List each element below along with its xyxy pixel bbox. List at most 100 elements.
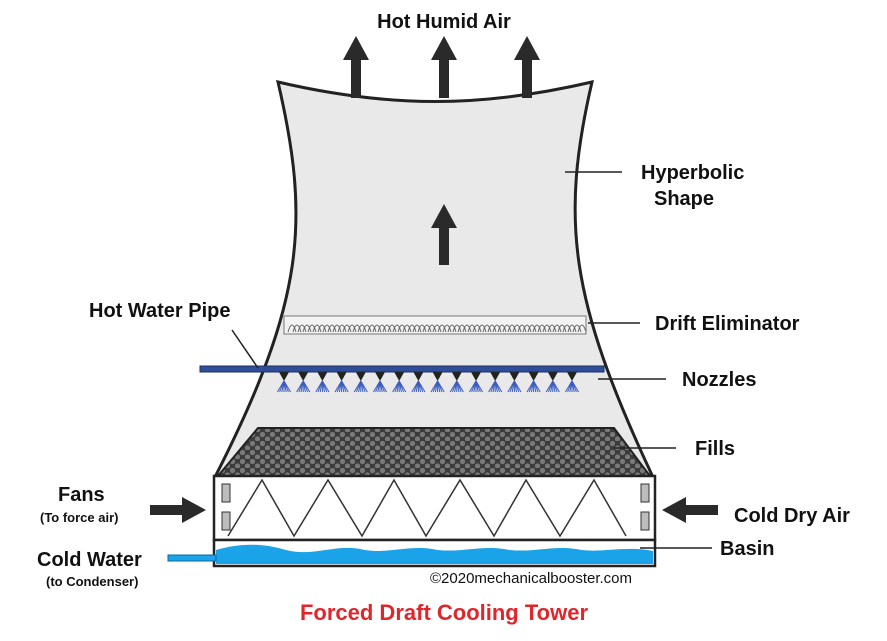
nozzle — [507, 372, 522, 393]
rising-air-arrow — [431, 204, 457, 265]
label-hyperbolic: Hyperbolic — [641, 162, 744, 184]
label-basin: Basin — [720, 538, 774, 560]
drift-eliminator-blade — [422, 324, 432, 333]
drift-eliminator-blade — [487, 324, 497, 333]
drift-eliminator-blade — [407, 324, 417, 333]
hot-air-arrows — [343, 36, 540, 98]
drift-eliminator-blade — [467, 324, 477, 333]
label-hot-humid-air: Hot Humid Air — [377, 11, 511, 33]
nozzle — [315, 372, 330, 393]
drift-eliminator-blade — [402, 324, 412, 333]
drift-eliminator-blade — [482, 324, 492, 333]
drift-eliminator-blade — [472, 324, 482, 333]
drift-eliminator-blade — [377, 324, 387, 333]
tower-shell — [213, 79, 655, 477]
drift-eliminator-blade — [557, 324, 567, 333]
basin-water — [216, 544, 653, 564]
label-drift-eliminator: Drift Eliminator — [655, 313, 800, 335]
drift-eliminator-blade — [347, 324, 357, 333]
drift-eliminator-blade — [297, 324, 307, 333]
label-cold-water: Cold Water — [37, 549, 142, 571]
drift-eliminator-blade — [527, 324, 537, 333]
drift-eliminator-blade — [522, 324, 532, 333]
nozzle — [411, 372, 426, 393]
nozzle — [449, 372, 464, 393]
drift-eliminator-blade — [447, 324, 457, 333]
drift-eliminator-blade — [322, 324, 332, 333]
drift-eliminator-blade — [397, 324, 407, 333]
drift-eliminator-blade — [307, 324, 317, 333]
drift-eliminator-blade — [577, 324, 587, 333]
drift-eliminator-blade — [512, 324, 522, 333]
label-shape: Shape — [654, 188, 714, 210]
nozzle — [564, 372, 580, 393]
diagram-title: Forced Draft Cooling Tower — [300, 600, 588, 625]
drift-eliminator-blade — [547, 324, 557, 333]
drift-eliminator-blade — [562, 324, 572, 333]
copyright-text: ©2020mechanicalbooster.com — [430, 570, 632, 587]
drift-eliminator-blade — [352, 324, 362, 333]
label-fans-sub: (To force air) — [40, 510, 119, 525]
drift-eliminator-blade — [452, 324, 462, 333]
label-cold-dry-air: Cold Dry Air — [734, 505, 850, 527]
nozzle — [276, 372, 292, 393]
nozzle — [526, 372, 541, 393]
drift-eliminator-blade — [412, 324, 422, 333]
drift-eliminator-blade — [497, 324, 507, 333]
label-hot-water-pipe: Hot Water Pipe — [89, 300, 231, 322]
drift-eliminator-blade — [417, 324, 427, 333]
fan-right — [640, 483, 650, 531]
nozzle — [372, 372, 388, 393]
nozzle — [545, 372, 560, 393]
drift-eliminator-blade — [537, 324, 547, 333]
drift-eliminator-blade — [392, 324, 402, 333]
drift-eliminator — [283, 315, 587, 335]
drift-eliminator-blade — [532, 324, 542, 333]
drift-eliminator-blade — [367, 324, 377, 333]
cold-dry-air-arrow — [662, 497, 718, 523]
drift-eliminator-blade — [457, 324, 467, 333]
label-fills: Fills — [695, 438, 735, 460]
drift-eliminator-blade — [477, 324, 487, 333]
drift-eliminator-blade — [382, 324, 392, 333]
drift-eliminator-blade — [387, 324, 397, 333]
drift-eliminator-blade — [552, 324, 562, 333]
drift-eliminator-blade — [542, 324, 552, 333]
drift-eliminator-blade — [302, 324, 312, 333]
drift-eliminator-blade — [372, 324, 382, 333]
nozzle — [392, 372, 407, 393]
label-fans: Fans — [58, 484, 105, 506]
fans-arrow — [150, 497, 206, 523]
drift-eliminator-blade — [517, 324, 527, 333]
fill-media — [215, 427, 652, 477]
drift-eliminator-blade — [572, 324, 582, 333]
nozzle — [353, 372, 368, 393]
drift-eliminator-blade — [432, 324, 442, 333]
drift-eliminator-blade — [287, 324, 297, 333]
leader-lines — [231, 171, 712, 549]
drift-eliminator-blade — [567, 324, 577, 333]
nozzle — [296, 372, 311, 393]
drift-eliminator-blade — [292, 324, 302, 333]
fan-left — [221, 483, 231, 531]
fan-housing — [212, 474, 657, 542]
drift-eliminator-blade — [317, 324, 327, 333]
drift-eliminator-blade — [362, 324, 372, 333]
drift-eliminator-blade — [332, 324, 342, 333]
nozzle — [430, 372, 445, 393]
nozzle — [488, 372, 503, 393]
label-nozzles: Nozzles — [682, 369, 756, 391]
hot-water-pipe — [199, 365, 605, 373]
drift-eliminator-blade — [437, 324, 447, 333]
nozzle — [468, 372, 484, 393]
drift-eliminator-blade — [507, 324, 517, 333]
drift-eliminator-blade — [342, 324, 352, 333]
drift-eliminator-blade — [442, 324, 452, 333]
drift-eliminator-blade — [312, 324, 322, 333]
nozzle-row — [276, 372, 580, 393]
drift-eliminator-blade — [357, 324, 367, 333]
nozzle — [334, 372, 349, 393]
cold-water-pipe — [167, 554, 217, 562]
label-cold-water-sub: (to Condenser) — [46, 574, 138, 589]
zigzag-structure — [227, 478, 627, 538]
